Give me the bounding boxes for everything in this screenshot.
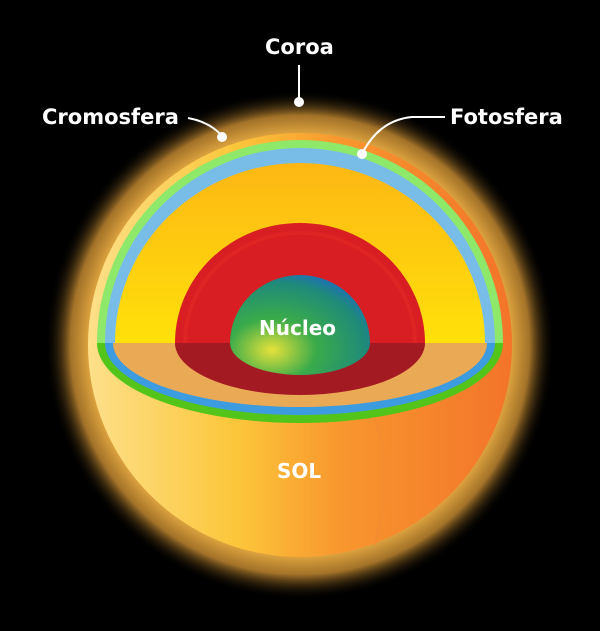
label-core: Núcleo [259,316,336,340]
label-corona: Coroa [265,35,334,59]
label-sun: SOL [277,459,322,483]
label-chromosphere: Cromosfera [42,105,179,129]
label-photosphere: Fotosfera [450,105,563,129]
core [230,275,370,375]
